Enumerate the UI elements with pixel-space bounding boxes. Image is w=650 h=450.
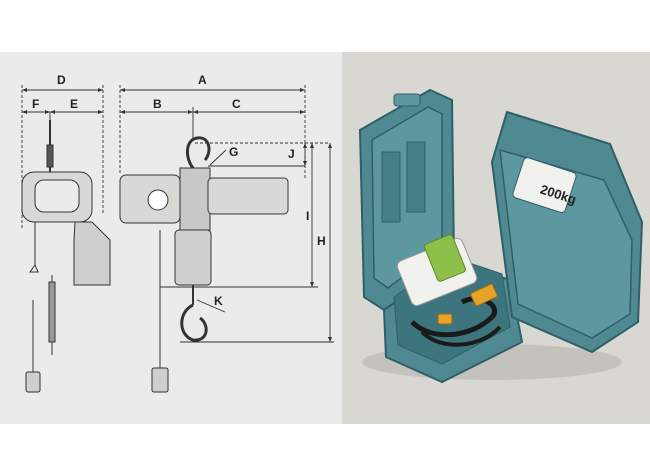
lid-badge (512, 157, 577, 214)
hook-small (29, 263, 39, 273)
dim-label-h: H (317, 234, 326, 248)
hook-shank (46, 144, 54, 168)
dim-label-a: A (198, 73, 207, 87)
dim-label-d: D (57, 73, 66, 87)
plug-connector (437, 313, 453, 325)
dimension-drawing: D F E A B C G J I H K (0, 52, 342, 424)
leader-line-k (196, 299, 226, 313)
control-box (73, 221, 111, 286)
hoist-gearbox (424, 234, 466, 282)
dim-label-k: K (214, 294, 223, 308)
hoist-dimension-diagram: D F E A B C G J I H K (21, 73, 334, 393)
dimension-arrows (22, 88, 332, 342)
top-hook (186, 136, 211, 169)
leader-line-g (209, 149, 227, 166)
dim-label-j: J (288, 147, 295, 161)
hoist-side-view (21, 120, 111, 393)
pendant-plug (470, 283, 498, 307)
motor-housing (207, 177, 289, 215)
dim-label-f: F (32, 97, 39, 111)
dim-label-i: I (306, 209, 309, 223)
chain-links (48, 281, 56, 343)
hoist-front-view (119, 136, 289, 393)
lid-rib (406, 141, 426, 213)
dim-label-g: G (229, 145, 238, 159)
hoist-body-window (34, 179, 80, 213)
product-photo: 200kg (342, 52, 650, 424)
pendant-switch-front (151, 367, 169, 393)
lid-rib (381, 151, 401, 223)
dim-label-c: C (232, 97, 241, 111)
lower-frame (174, 229, 212, 286)
brand-emblem (147, 189, 169, 211)
bottom-hook (180, 303, 208, 342)
carrying-case-illustration: 200kg (358, 88, 644, 384)
lid-handle (393, 93, 421, 107)
coiled-cable (420, 325, 502, 347)
pendant-switch (25, 371, 41, 393)
dim-label-b: B (153, 97, 162, 111)
center-frame (179, 167, 211, 231)
dim-label-e: E (70, 97, 78, 111)
